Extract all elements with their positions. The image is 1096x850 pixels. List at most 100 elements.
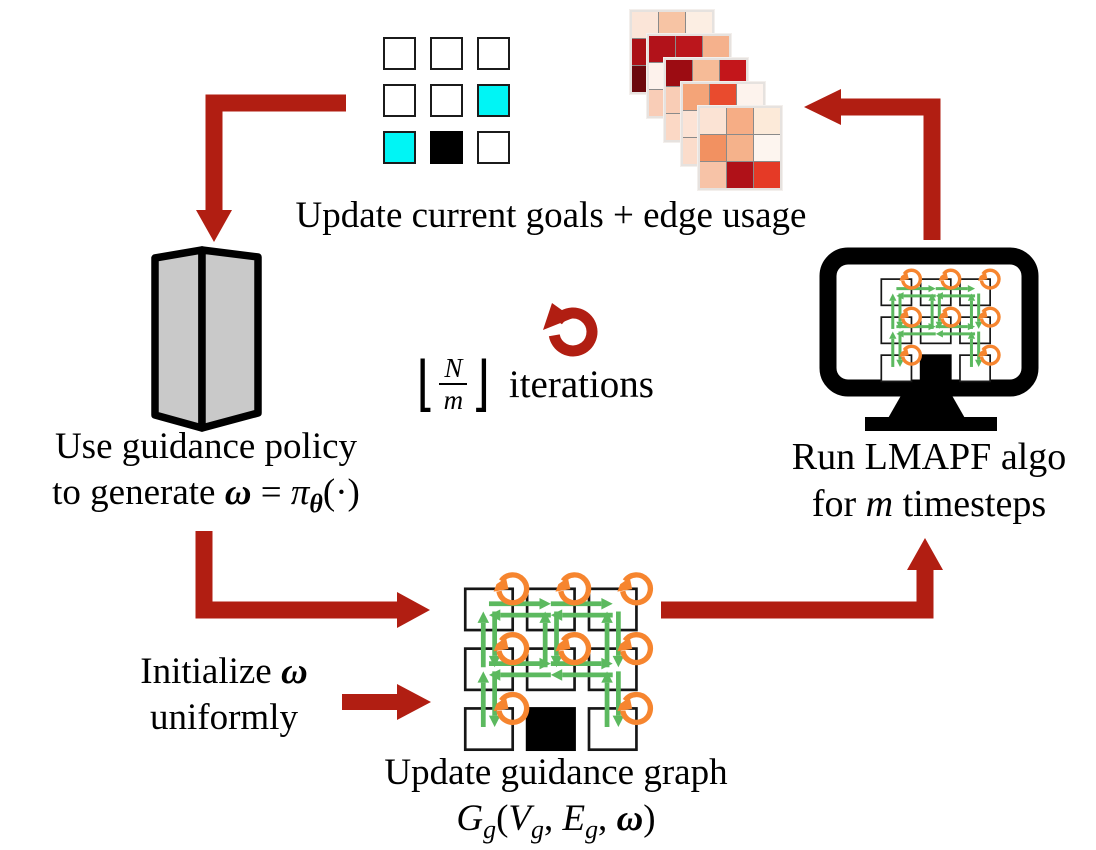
use-policy-line2: to generate ω = πθ(·): [52, 471, 360, 518]
edge-weight-arrowhead: [539, 597, 551, 610]
edge-weight-arrowhead: [974, 359, 983, 367]
graph-cell: [959, 354, 991, 383]
heatmap-cell: [720, 60, 746, 86]
self-loop-arrowhead: [617, 637, 633, 652]
edge-weight-arrowhead: [896, 359, 904, 367]
graph-cell: [919, 278, 952, 307]
graph-obstacle-cell: [525, 707, 576, 752]
graph-obstacle-cell: [919, 354, 952, 383]
initialize-omega-label: Initialize ω uniformly: [140, 649, 308, 741]
self-loop-icon: [620, 691, 653, 725]
initialize-line1: Initialize ω: [140, 651, 308, 692]
self-loop-icon: [496, 691, 530, 725]
graph-cell: [880, 316, 913, 345]
heatmap-cell: [649, 36, 675, 62]
current-goals-grid: [383, 37, 510, 164]
self-loop-arrowhead: [899, 271, 909, 281]
self-loop-icon: [979, 344, 1001, 366]
edge-weight-arrowhead: [935, 330, 943, 338]
heatmap-layer: [698, 106, 782, 190]
heatmap-cell: [700, 108, 726, 134]
heatmap-cell: [754, 108, 780, 134]
self-loop-arrowhead: [493, 637, 509, 652]
heatmap-cell: [754, 135, 780, 161]
iterations-word: iterations: [508, 362, 654, 406]
edge-weight-arrowhead: [477, 671, 490, 683]
heatmap-cell: [700, 162, 726, 188]
graph-cell: [919, 316, 952, 345]
self-loop-arrowhead: [493, 577, 509, 592]
edge-weight-arrowhead: [488, 715, 501, 727]
self-loop-icon: [558, 572, 592, 606]
goal-cell-black: [430, 131, 463, 164]
edge-weight-arrowhead: [967, 284, 976, 293]
edge-weight-arrowhead: [601, 611, 613, 623]
edge-weight-arrowhead: [550, 655, 563, 668]
arrow-goals-to-policy: [196, 94, 346, 242]
edge-weight-arrowhead: [896, 321, 904, 329]
heatmap-cell: [659, 12, 685, 38]
heatmap-cell: [727, 108, 753, 134]
edge-weight-arrowhead: [974, 321, 983, 329]
self-loop-icon: [558, 632, 592, 666]
iterations-label: ⌊ N m ⌋ iterations: [414, 348, 654, 420]
graph-cell: [525, 647, 576, 692]
mini-guidance-graph: [880, 268, 1001, 383]
heatmap-cell: [710, 84, 736, 110]
heatmap-cell: [700, 135, 726, 161]
self-loop-icon: [979, 268, 1001, 290]
arrow-monitor-to-heatmap: [804, 89, 941, 240]
heatmap-cell: [727, 162, 753, 188]
graph-cell: [463, 707, 515, 752]
self-loop-icon: [901, 306, 923, 328]
n-over-m-fraction: N m: [439, 353, 468, 415]
graph-cell: [463, 587, 515, 632]
self-loop-icon: [940, 268, 962, 290]
self-loop-icon: [620, 572, 653, 606]
heatmap-cell: [693, 60, 719, 86]
heatmap-cell: [676, 36, 702, 62]
self-loop-arrowhead: [978, 348, 988, 357]
monitor-base: [865, 417, 997, 431]
update-graph-line1: Update guidance graph: [384, 752, 728, 793]
goal-cell-white: [383, 37, 416, 70]
floor-open-bracket: ⌊: [416, 349, 436, 419]
self-loop-icon: [901, 344, 923, 366]
graph-cell: [587, 647, 638, 692]
graph-cell: [587, 587, 638, 632]
edge-weight-arrowhead: [601, 597, 613, 610]
edge-weight-arrowhead: [612, 715, 625, 727]
guidance-graph: [463, 572, 653, 752]
goal-cell-white: [430, 84, 463, 117]
edge-weight-arrowhead: [550, 669, 563, 681]
goal-cell-white: [430, 37, 463, 70]
arrow-policy-to-graph: [195, 531, 430, 628]
self-loop-icon: [940, 306, 962, 328]
iteration-refresh-icon: [543, 303, 598, 357]
self-loop-icon: [620, 632, 653, 666]
goal-cell-white: [477, 131, 510, 164]
edge-weight-arrowhead: [967, 293, 976, 301]
use-policy-line1: Use guidance policy: [54, 426, 358, 467]
edge-weight-arrowhead: [601, 671, 613, 683]
edge-usage-heatmap-stack: [630, 10, 782, 192]
self-loop-arrowhead: [938, 271, 949, 281]
edge-weight-arrowhead: [967, 331, 976, 339]
edge-weight-arrowhead: [612, 655, 625, 668]
graph-cell: [463, 647, 515, 692]
heatmap-cell: [686, 12, 712, 38]
edge-weight-arrowhead: [928, 293, 936, 301]
heatmap-cell: [683, 84, 709, 110]
goal-cell-cyan: [477, 84, 510, 117]
edge-weight-arrowhead: [889, 331, 897, 339]
self-loop-icon: [496, 632, 530, 666]
heatmap-cell: [632, 12, 658, 38]
update-graph-line2: Gg(Vg, Eg, ω): [456, 797, 656, 844]
graph-cell: [525, 587, 576, 632]
graph-cell: [880, 278, 913, 307]
self-loop-arrowhead: [899, 348, 909, 357]
self-loop-arrowhead: [617, 577, 633, 592]
graph-cell: [880, 354, 913, 383]
